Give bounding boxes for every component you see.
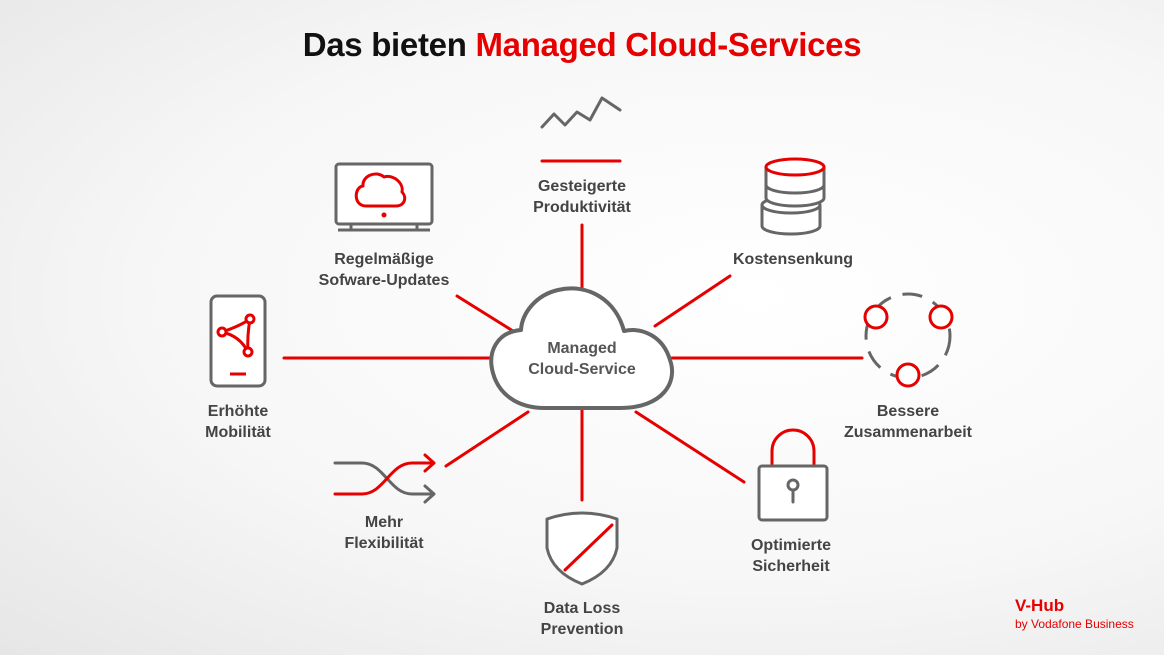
- brand-name: V-Hub: [1015, 596, 1065, 615]
- connector-updates: [455, 294, 515, 333]
- connector-flexibilitaet: [444, 410, 530, 468]
- label-flexibilitaet: Mehr Flexibilität: [304, 512, 464, 554]
- coin-stack-icon: [760, 157, 826, 236]
- network-circle-icon: [863, 292, 954, 388]
- label-sicherheit: Optimierte Sicherheit: [711, 535, 871, 577]
- label-flexibilitaet-line2: Flexibilität: [344, 535, 424, 552]
- shield-icon: [545, 511, 619, 586]
- label-dlp-line2: Prevention: [540, 621, 624, 638]
- cloud-monitor-icon: [334, 162, 434, 232]
- title-accent: Managed Cloud-Services: [475, 26, 862, 63]
- center-label: Managed Cloud-Service: [502, 338, 662, 380]
- title-prefix: Das bieten: [302, 26, 467, 63]
- label-produktivitaet-line2: Produktivität: [533, 199, 631, 216]
- connector-kosten: [653, 274, 732, 328]
- smartphone-icon: [209, 294, 267, 388]
- label-mobilitaet-line1: Erhöhte: [207, 403, 269, 420]
- label-kosten-line1: Kostensenkung: [732, 251, 853, 268]
- connector-sicherheit: [634, 410, 746, 484]
- label-mobilitaet: Erhöhte Mobilität: [158, 401, 318, 443]
- trend-chart-icon: [540, 96, 622, 163]
- brand-tagline: by Vodafone Business: [1015, 617, 1134, 631]
- center-label-line2: Cloud-Service: [528, 361, 636, 378]
- brand-logo: V-Hub by Vodafone Business: [1015, 596, 1134, 632]
- padlock-icon: [757, 428, 829, 522]
- label-zusammenarbeit: Bessere Zusammenarbeit: [828, 401, 988, 443]
- label-updates-line2: Sofware-Updates: [318, 272, 450, 289]
- label-zusammenarbeit-line2: Zusammenarbeit: [843, 424, 973, 441]
- center-label-line1: Managed: [547, 340, 617, 357]
- shuffle-arrows-icon: [333, 453, 436, 504]
- label-dlp: Data Loss Prevention: [502, 598, 662, 640]
- label-dlp-line1: Data Loss: [543, 600, 621, 617]
- label-produktivitaet: Gesteigerte Produktivität: [502, 176, 662, 218]
- label-mobilitaet-line2: Mobilität: [205, 424, 271, 441]
- label-kosten: Kostensenkung: [713, 249, 873, 270]
- label-produktivitaet-line1: Gesteigerte: [537, 178, 627, 195]
- label-updates: Regelmäßige Sofware-Updates: [304, 249, 464, 291]
- central-cloud-icon: [489, 286, 674, 410]
- page-title: Das bieten Managed Cloud-Services: [0, 26, 1164, 64]
- label-sicherheit-line1: Optimierte: [750, 537, 831, 554]
- label-flexibilitaet-line1: Mehr: [364, 514, 404, 531]
- label-sicherheit-line2: Sicherheit: [752, 558, 830, 575]
- label-updates-line1: Regelmäßige: [334, 251, 434, 268]
- label-zusammenarbeit-line1: Bessere: [876, 403, 940, 420]
